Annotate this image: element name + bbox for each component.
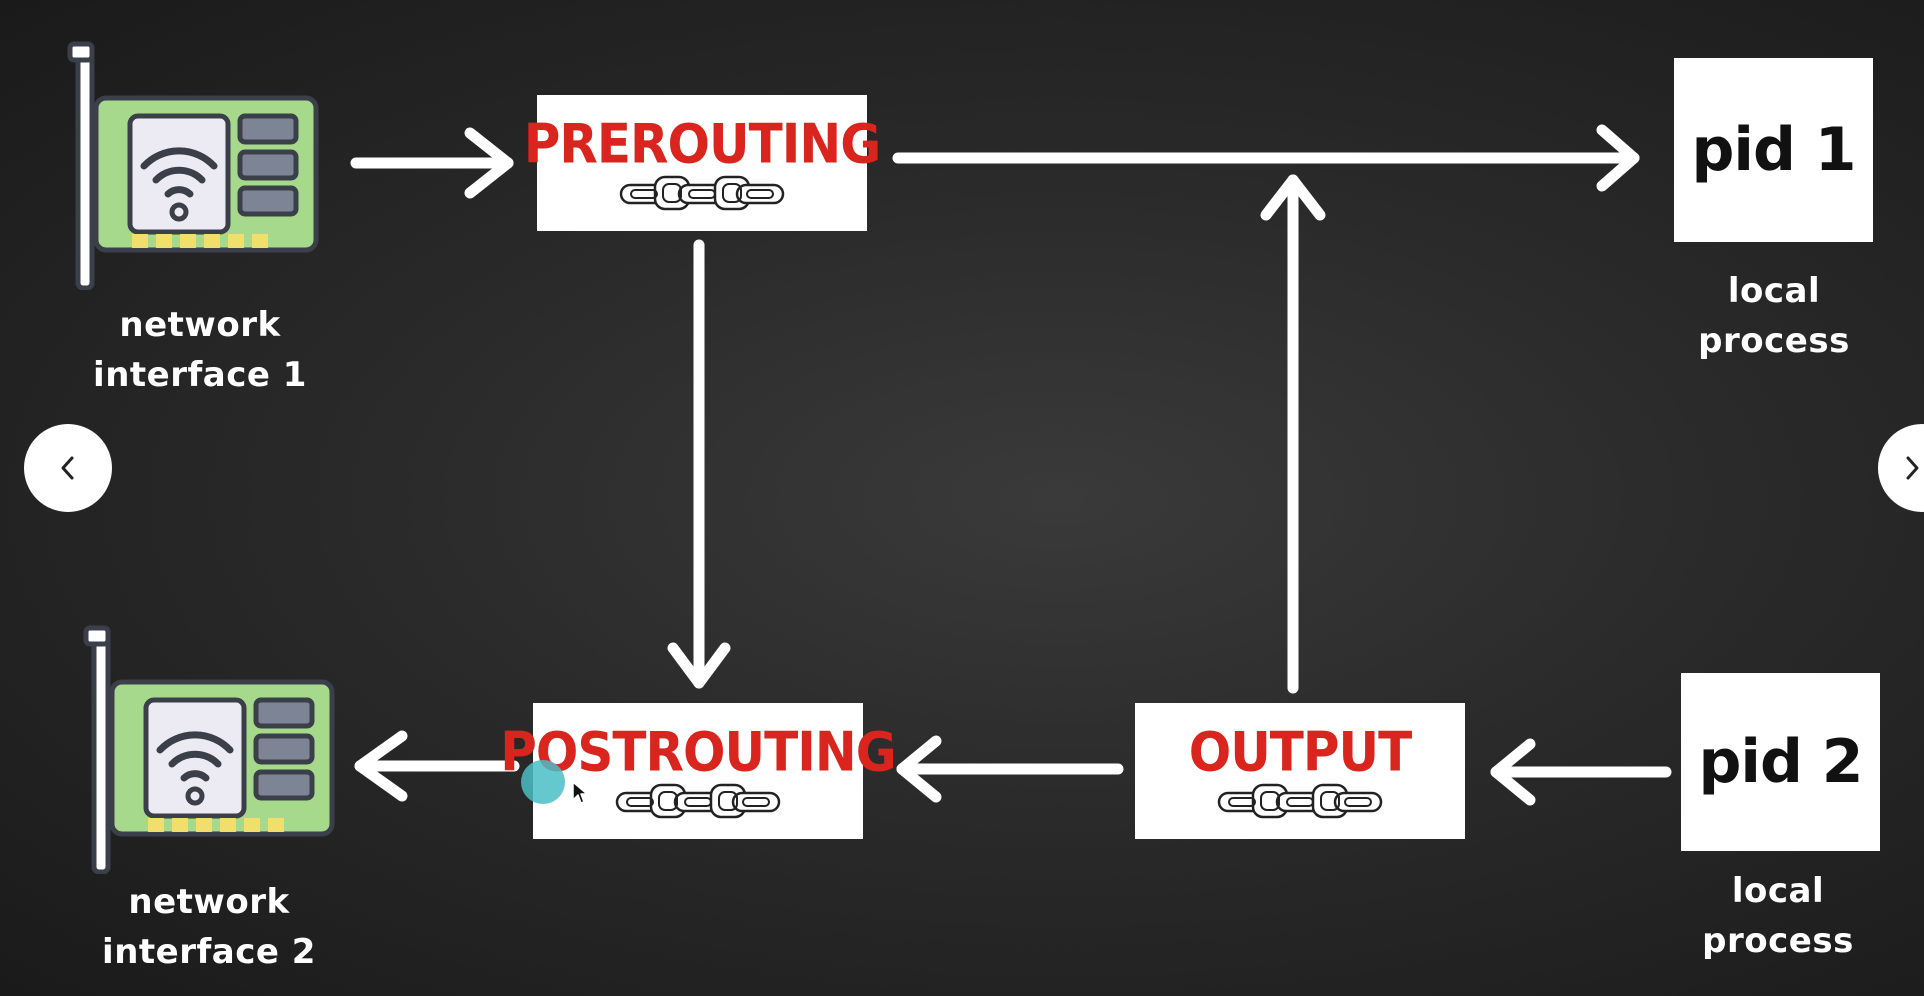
chevron-right-icon [1906,456,1919,480]
pid1-process-box: pid 1 [1674,58,1873,242]
caption-line: interface 1 [93,355,307,395]
arrow-output-to-postrouting [896,735,1124,803]
cursor-highlight [521,760,565,804]
caption-line: local [1731,871,1825,911]
arrow-output-up [1260,174,1326,694]
local-process-label: local process [1664,266,1884,366]
arrow-pid2-to-output [1490,738,1672,806]
chevron-left-icon [61,456,74,480]
network-card-wifi-icon [83,625,335,874]
arrow-prerouting-to-pid1 [892,124,1640,192]
local-process-label: local process [1668,866,1888,966]
caption-line: process [1702,921,1854,961]
pid-label: pid 2 [1698,727,1863,797]
chain-title: POSTROUTING [500,720,896,784]
output-chain: OUTPUT [1135,703,1465,839]
caption-line: network [128,882,290,922]
arrow-postrouting-to-nic2 [354,730,520,802]
prerouting-chain: PREROUTING [524,95,881,231]
network-interface-1-label: network interface 1 [80,300,320,400]
chain-link-icon [1217,783,1383,819]
network-card-wifi-icon [67,41,319,290]
arrow-prerouting-to-postrouting [667,239,731,689]
caption-line: interface 2 [102,932,316,972]
chain-link-icon [615,783,781,819]
pid2-process-box: pid 2 [1681,673,1880,851]
network-interface-2-label: network interface 2 [84,877,334,977]
arrow-nic1-to-prerouting [350,127,514,199]
chain-link-icon [619,175,785,211]
caption-line: process [1698,321,1850,361]
caption-line: local [1727,271,1821,311]
mouse-pointer-icon [572,781,588,804]
pid-label: pid 1 [1691,115,1856,185]
chain-title: PREROUTING [523,112,882,176]
chain-title: OUTPUT [1188,720,1413,784]
caption-line: network [119,305,281,345]
postrouting-chain: POSTROUTING [500,703,897,839]
previous-slide-button[interactable] [24,424,112,512]
